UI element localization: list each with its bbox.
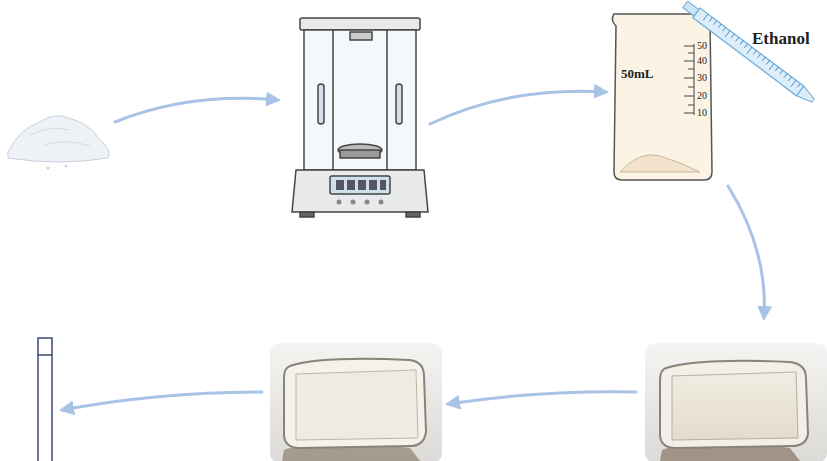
dish-panel [270, 343, 442, 461]
flow-arrow [430, 91, 606, 124]
reagent-label: Ethanol [752, 30, 810, 47]
scale-number: 20 [697, 91, 707, 101]
scale-number: 10 [697, 108, 707, 118]
beaker [612, 14, 712, 180]
flow-arrow [448, 392, 636, 404]
dish-panel [645, 343, 827, 461]
test-tube [38, 338, 52, 461]
powder-pile [8, 116, 109, 170]
scale-number: 30 [697, 73, 707, 83]
scale-number: 40 [697, 56, 707, 66]
flow-arrow [62, 392, 262, 410]
volume-label: 50mL [621, 67, 654, 80]
pipette [682, 0, 817, 105]
flow-arrow [115, 98, 278, 122]
analytical-balance [292, 18, 428, 217]
flow-arrow [728, 186, 764, 318]
scale-number: 50 [697, 41, 707, 51]
